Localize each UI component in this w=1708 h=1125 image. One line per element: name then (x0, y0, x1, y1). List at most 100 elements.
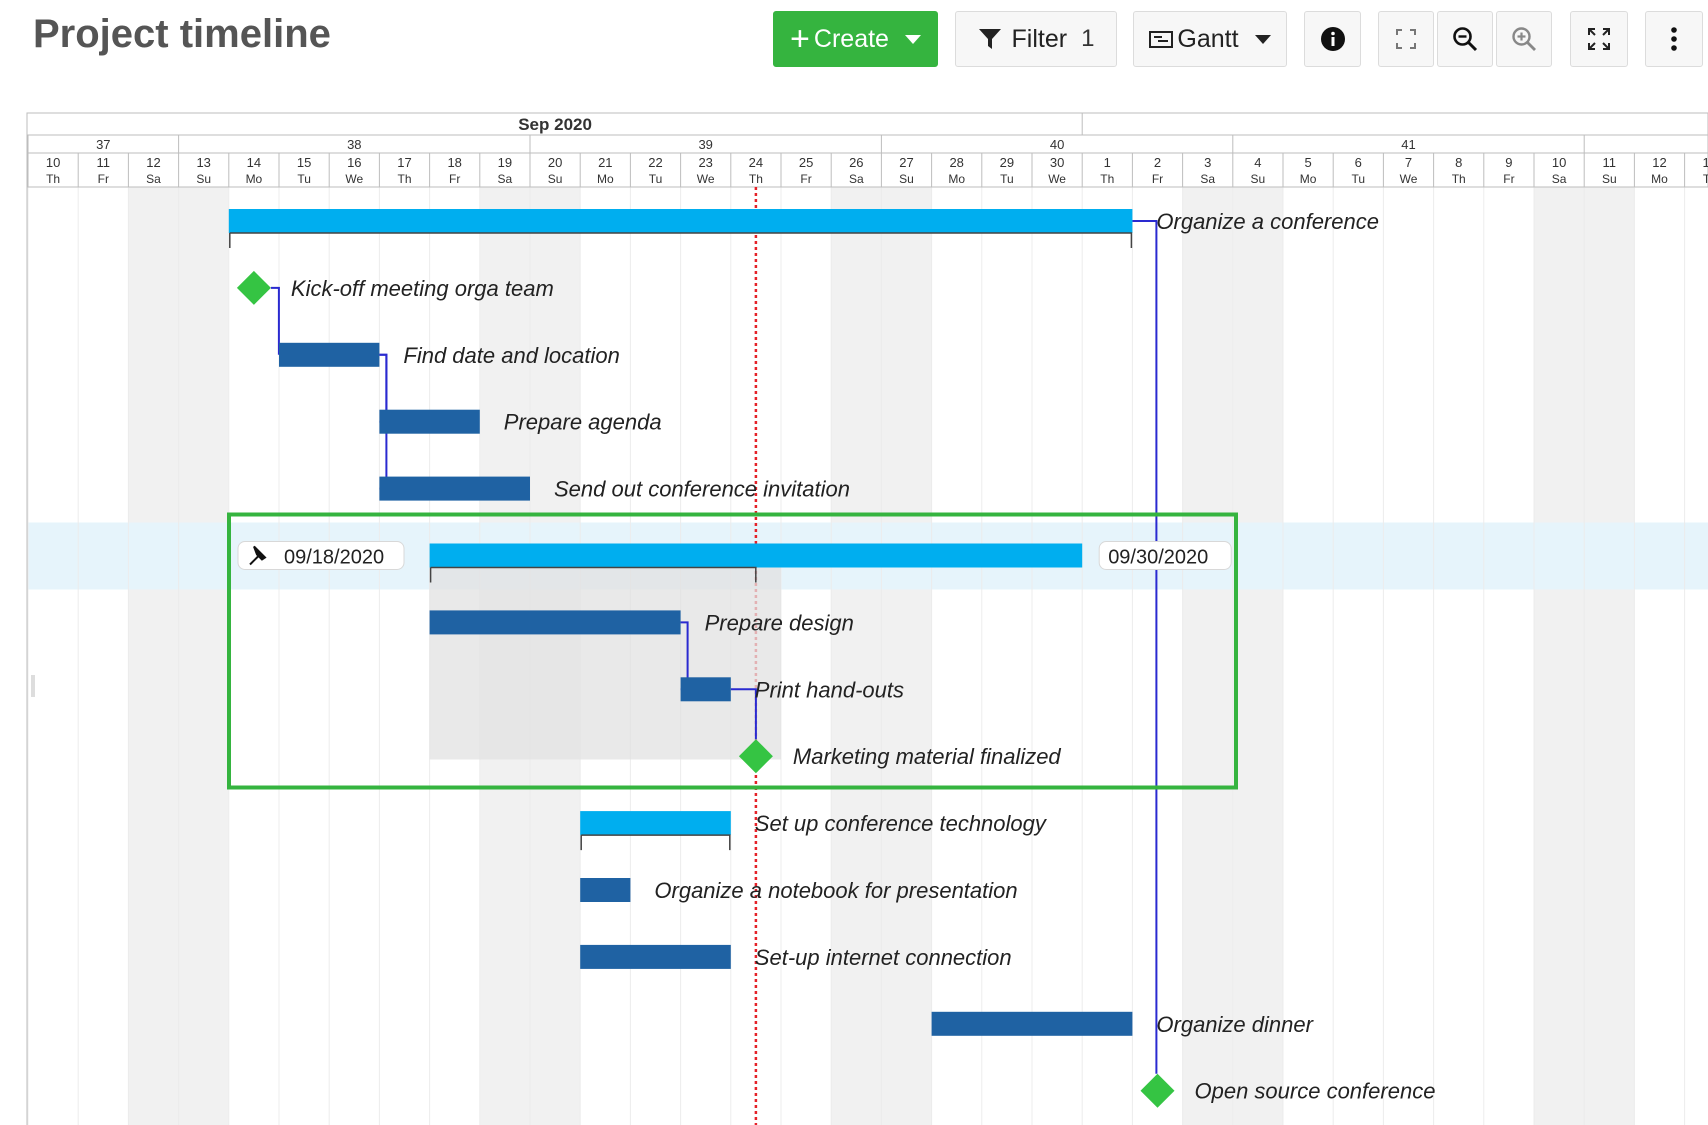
gantt-icon (1149, 31, 1174, 48)
weekday-label: Sa (849, 172, 864, 186)
fullscreen-button[interactable] (1570, 11, 1628, 67)
task-bar[interactable] (680, 677, 731, 702)
milestone-diamond[interactable] (738, 739, 773, 774)
weekday-label: Th (749, 172, 763, 186)
weekday-label: Th (1452, 172, 1466, 186)
weekday-label: Fr (98, 172, 109, 186)
weekday-label: Mo (1300, 172, 1317, 186)
task-bar[interactable] (580, 878, 631, 902)
milestone-diamond[interactable] (1140, 1073, 1175, 1108)
resize-handle[interactable] (31, 675, 35, 697)
task-label[interactable]: Marketing material finalized (793, 744, 1062, 769)
month-label: Sep 2020 (518, 115, 592, 134)
day-number-label: 21 (598, 155, 612, 170)
day-number-label: 7 (1405, 155, 1412, 170)
weekday-label: Mo (597, 172, 614, 186)
week-number-label: 39 (698, 137, 712, 152)
task-label[interactable]: Print hand-outs (755, 677, 904, 702)
day-number-label: 30 (1050, 155, 1064, 170)
fullscreen-icon (1588, 28, 1610, 50)
task-label[interactable]: Prepare design (705, 610, 854, 635)
day-number-label: 24 (749, 155, 763, 170)
dependency-line (1132, 220, 1158, 1074)
task-label[interactable]: Set-up internet connection (755, 945, 1012, 970)
task-bar[interactable] (379, 476, 530, 501)
day-number-label: 26 (849, 155, 863, 170)
task-label[interactable]: Send out conference invitation (554, 477, 850, 502)
weekend-shade (128, 187, 179, 1125)
day-number-label: 2 (1154, 155, 1161, 170)
day-number-label: 16 (347, 155, 361, 170)
week-number-label: 41 (1401, 137, 1415, 152)
task-bar[interactable] (580, 944, 731, 969)
zoom-in-button[interactable] (1496, 11, 1552, 67)
day-number-label: 28 (949, 155, 963, 170)
weekday-label: We (697, 172, 715, 186)
pin-icon (249, 545, 267, 566)
filter-count-badge: 1 (1081, 25, 1095, 52)
day-number-label: 11 (1603, 155, 1617, 170)
weekday-label: We (1048, 172, 1066, 186)
view-mode-dropdown[interactable]: Gantt (1133, 11, 1287, 67)
info-button[interactable] (1304, 11, 1361, 67)
zoom-out-button[interactable] (1437, 11, 1493, 67)
day-number-label: 12 (1652, 155, 1666, 170)
end-date-badge (1098, 541, 1232, 570)
filter-icon (978, 29, 1001, 49)
weekend-shade (1182, 187, 1233, 1125)
day-number-label: 13 (196, 155, 210, 170)
weekday-label: We (345, 172, 363, 186)
week-number-label: 40 (1050, 137, 1064, 152)
task-bar[interactable] (931, 1011, 1133, 1036)
task-label[interactable]: Prepare agenda (504, 410, 662, 435)
task-label[interactable]: Organize dinner (1156, 1012, 1314, 1037)
weekday-label: Tu (1703, 172, 1708, 186)
day-number-label: 1 (1104, 155, 1111, 170)
more-options-button[interactable] (1645, 11, 1703, 67)
weekday-label: Tu (1000, 172, 1014, 186)
task-label[interactable]: Kick-off meeting orga team (291, 276, 554, 301)
weekday-label: Tu (297, 172, 311, 186)
summary-bar[interactable] (429, 543, 1083, 568)
weekend-shade (881, 187, 932, 1125)
filter-button[interactable]: Filter 1 (955, 11, 1117, 67)
summary-bracket (580, 834, 731, 851)
task-label[interactable]: Open source conference (1195, 1079, 1436, 1104)
task-label[interactable]: Organize a conference (1156, 209, 1379, 234)
weekday-label: Mo (1651, 172, 1668, 186)
task-label[interactable]: Set up conference technology (755, 811, 1048, 836)
task-label[interactable]: Find date and location (403, 343, 620, 368)
weekday-label: Mo (246, 172, 263, 186)
task-label[interactable]: Organize a notebook for presentation (654, 878, 1017, 903)
weekday-label: Tu (1352, 172, 1366, 186)
day-number-label: 5 (1304, 155, 1311, 170)
day-number-label: 23 (698, 155, 712, 170)
milestone-diamond[interactable] (236, 270, 271, 305)
weekday-label: Su (196, 172, 211, 186)
task-bar[interactable] (379, 409, 480, 434)
timeline-header (26, 112, 1708, 188)
fit-to-screen-button[interactable] (1378, 11, 1434, 67)
weekday-label: Mo (948, 172, 965, 186)
task-bar[interactable] (429, 610, 681, 635)
summary-bar[interactable] (580, 811, 731, 836)
week-number-label: 38 (347, 137, 361, 152)
day-number-label: 29 (1000, 155, 1014, 170)
day-number-label: 20 (548, 155, 562, 170)
selected-span-shade (429, 565, 781, 760)
caret-down-icon (1254, 34, 1271, 44)
day-number-label: 18 (447, 155, 461, 170)
caret-down-icon (904, 34, 921, 44)
day-number-label: 25 (799, 155, 813, 170)
create-button[interactable]: + Create (773, 11, 938, 67)
plus-icon: + (790, 20, 810, 58)
page-title: Project timeline (33, 12, 331, 56)
summary-bar[interactable] (228, 209, 1133, 233)
start-date-badge (237, 541, 405, 570)
task-bar[interactable] (279, 342, 380, 367)
info-icon (1320, 27, 1345, 51)
weekday-label: Th (1100, 172, 1114, 186)
end-date-label: 09/30/2020 (1108, 547, 1208, 569)
weekday-label: Tu (649, 172, 663, 186)
weekday-label: Su (1602, 172, 1617, 186)
